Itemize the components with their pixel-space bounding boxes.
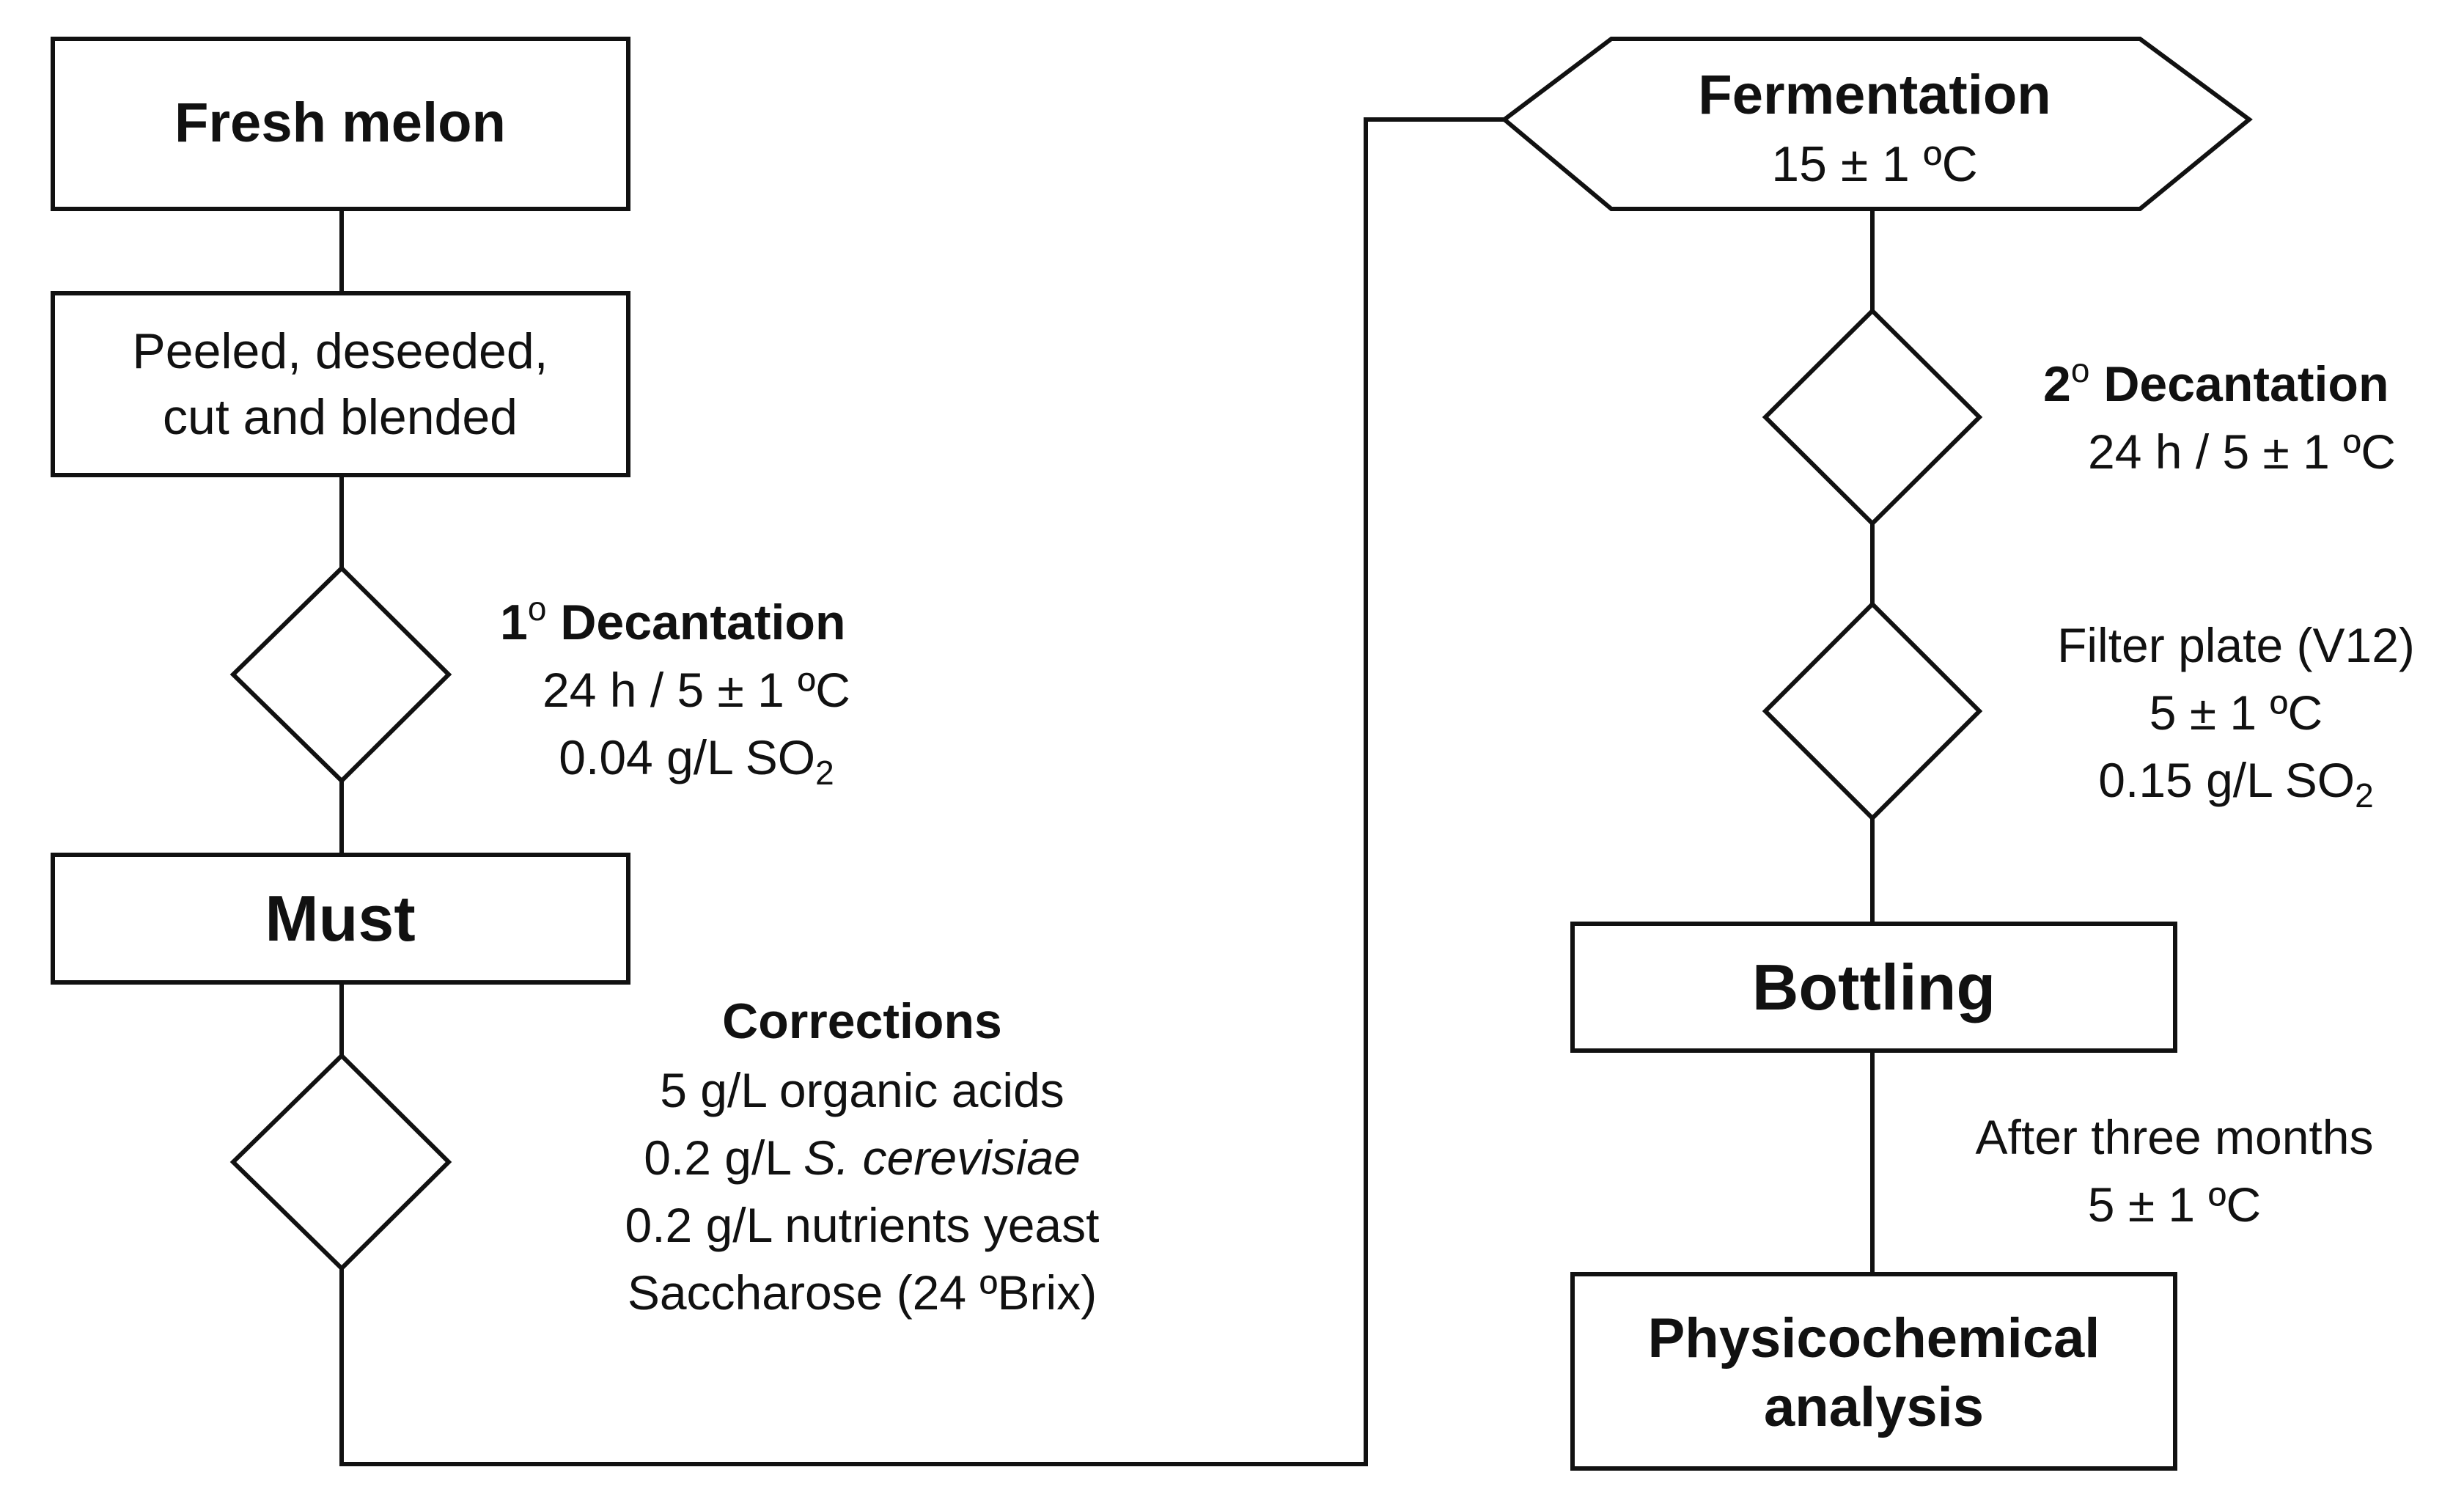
fermentation-node: Fermentation 15 ± 1 ºC — [1501, 37, 2253, 211]
fresh-melon-label: Fresh melon — [174, 92, 506, 154]
bottling-node: Bottling — [1570, 922, 2177, 1053]
corrections-acids: 5 g/L organic acids — [660, 1063, 1064, 1117]
filter-diamond — [1762, 600, 1983, 822]
decantation1-annotation: 1o Decantation 24 h / 5 ± 1 ºC 0.04 g/L … — [500, 589, 850, 792]
decantation1-conditions: 24 h / 5 ± 1 ºC — [543, 663, 850, 717]
decantation2-diamond — [1762, 307, 1983, 527]
corrections-yeast-strain: 0.2 g/L S. cerevisiae — [644, 1130, 1081, 1185]
decantation1-diamond — [229, 565, 452, 784]
connector-lines — [339, 117, 1875, 1466]
decantation2-conditions: 24 h / 5 ± 1 ºC — [2088, 424, 2396, 479]
preparation-box — [51, 291, 630, 477]
decantation2-title: 2o Decantation — [2043, 351, 2389, 412]
corrections-nutrients: 0.2 g/L nutrients yeast — [625, 1198, 1100, 1252]
corrections-diamond — [229, 1052, 452, 1272]
preparation-label-line2: cut and blended — [163, 389, 518, 445]
aging-duration: After three months — [1976, 1110, 2374, 1164]
preparation-node: Peeled, deseeded, cut and blended — [51, 291, 630, 477]
bottling-label: Bottling — [1752, 951, 1996, 1023]
fresh-melon-node: Fresh melon — [51, 37, 630, 211]
must-label: Must — [265, 882, 415, 955]
aging-temperature: 5 ± 1 ºC — [2088, 1177, 2261, 1232]
corrections-annotation: Corrections 5 g/L organic acids 0.2 g/L … — [625, 993, 1100, 1320]
fermentation-label: Fermentation — [1698, 64, 2051, 126]
corrections-title: Corrections — [722, 993, 1002, 1049]
analysis-label-line1: Physicochemical — [1648, 1307, 2100, 1370]
decantation1-so2: 0.04 g/L SO2 — [559, 730, 834, 792]
must-node: Must — [51, 853, 630, 985]
connector-corrections-to-fermentation — [339, 117, 1504, 1466]
analysis-label-line2: analysis — [1764, 1376, 1984, 1438]
fresh-melon-box — [51, 37, 630, 211]
corrections-saccharose: Saccharose (24 ºBrix) — [628, 1265, 1097, 1320]
preparation-label-line1: Peeled, deseeded, — [132, 323, 548, 379]
bottling-box — [1570, 922, 2177, 1053]
fermentation-hexagon — [1501, 37, 2253, 211]
must-box — [51, 853, 630, 985]
filter-annotation: Filter plate (V12) 5 ± 1 ºC 0.15 g/L SO2 — [2057, 618, 2415, 815]
fermentation-temperature: 15 ± 1 ºC — [1771, 136, 1977, 192]
filter-so2: 0.15 g/L SO2 — [2098, 753, 2373, 815]
analysis-node: Physicochemical analysis — [1570, 1272, 2177, 1471]
decantation1-title: 1o Decantation — [500, 589, 846, 650]
aging-annotation: After three months 5 ± 1 ºC — [1976, 1110, 2374, 1232]
decantation2-annotation: 2o Decantation 24 h / 5 ± 1 ºC — [2043, 351, 2396, 479]
analysis-box — [1570, 1272, 2177, 1471]
filter-plate-label: Filter plate (V12) — [2057, 618, 2415, 672]
filter-temperature: 5 ± 1 ºC — [2149, 685, 2323, 740]
